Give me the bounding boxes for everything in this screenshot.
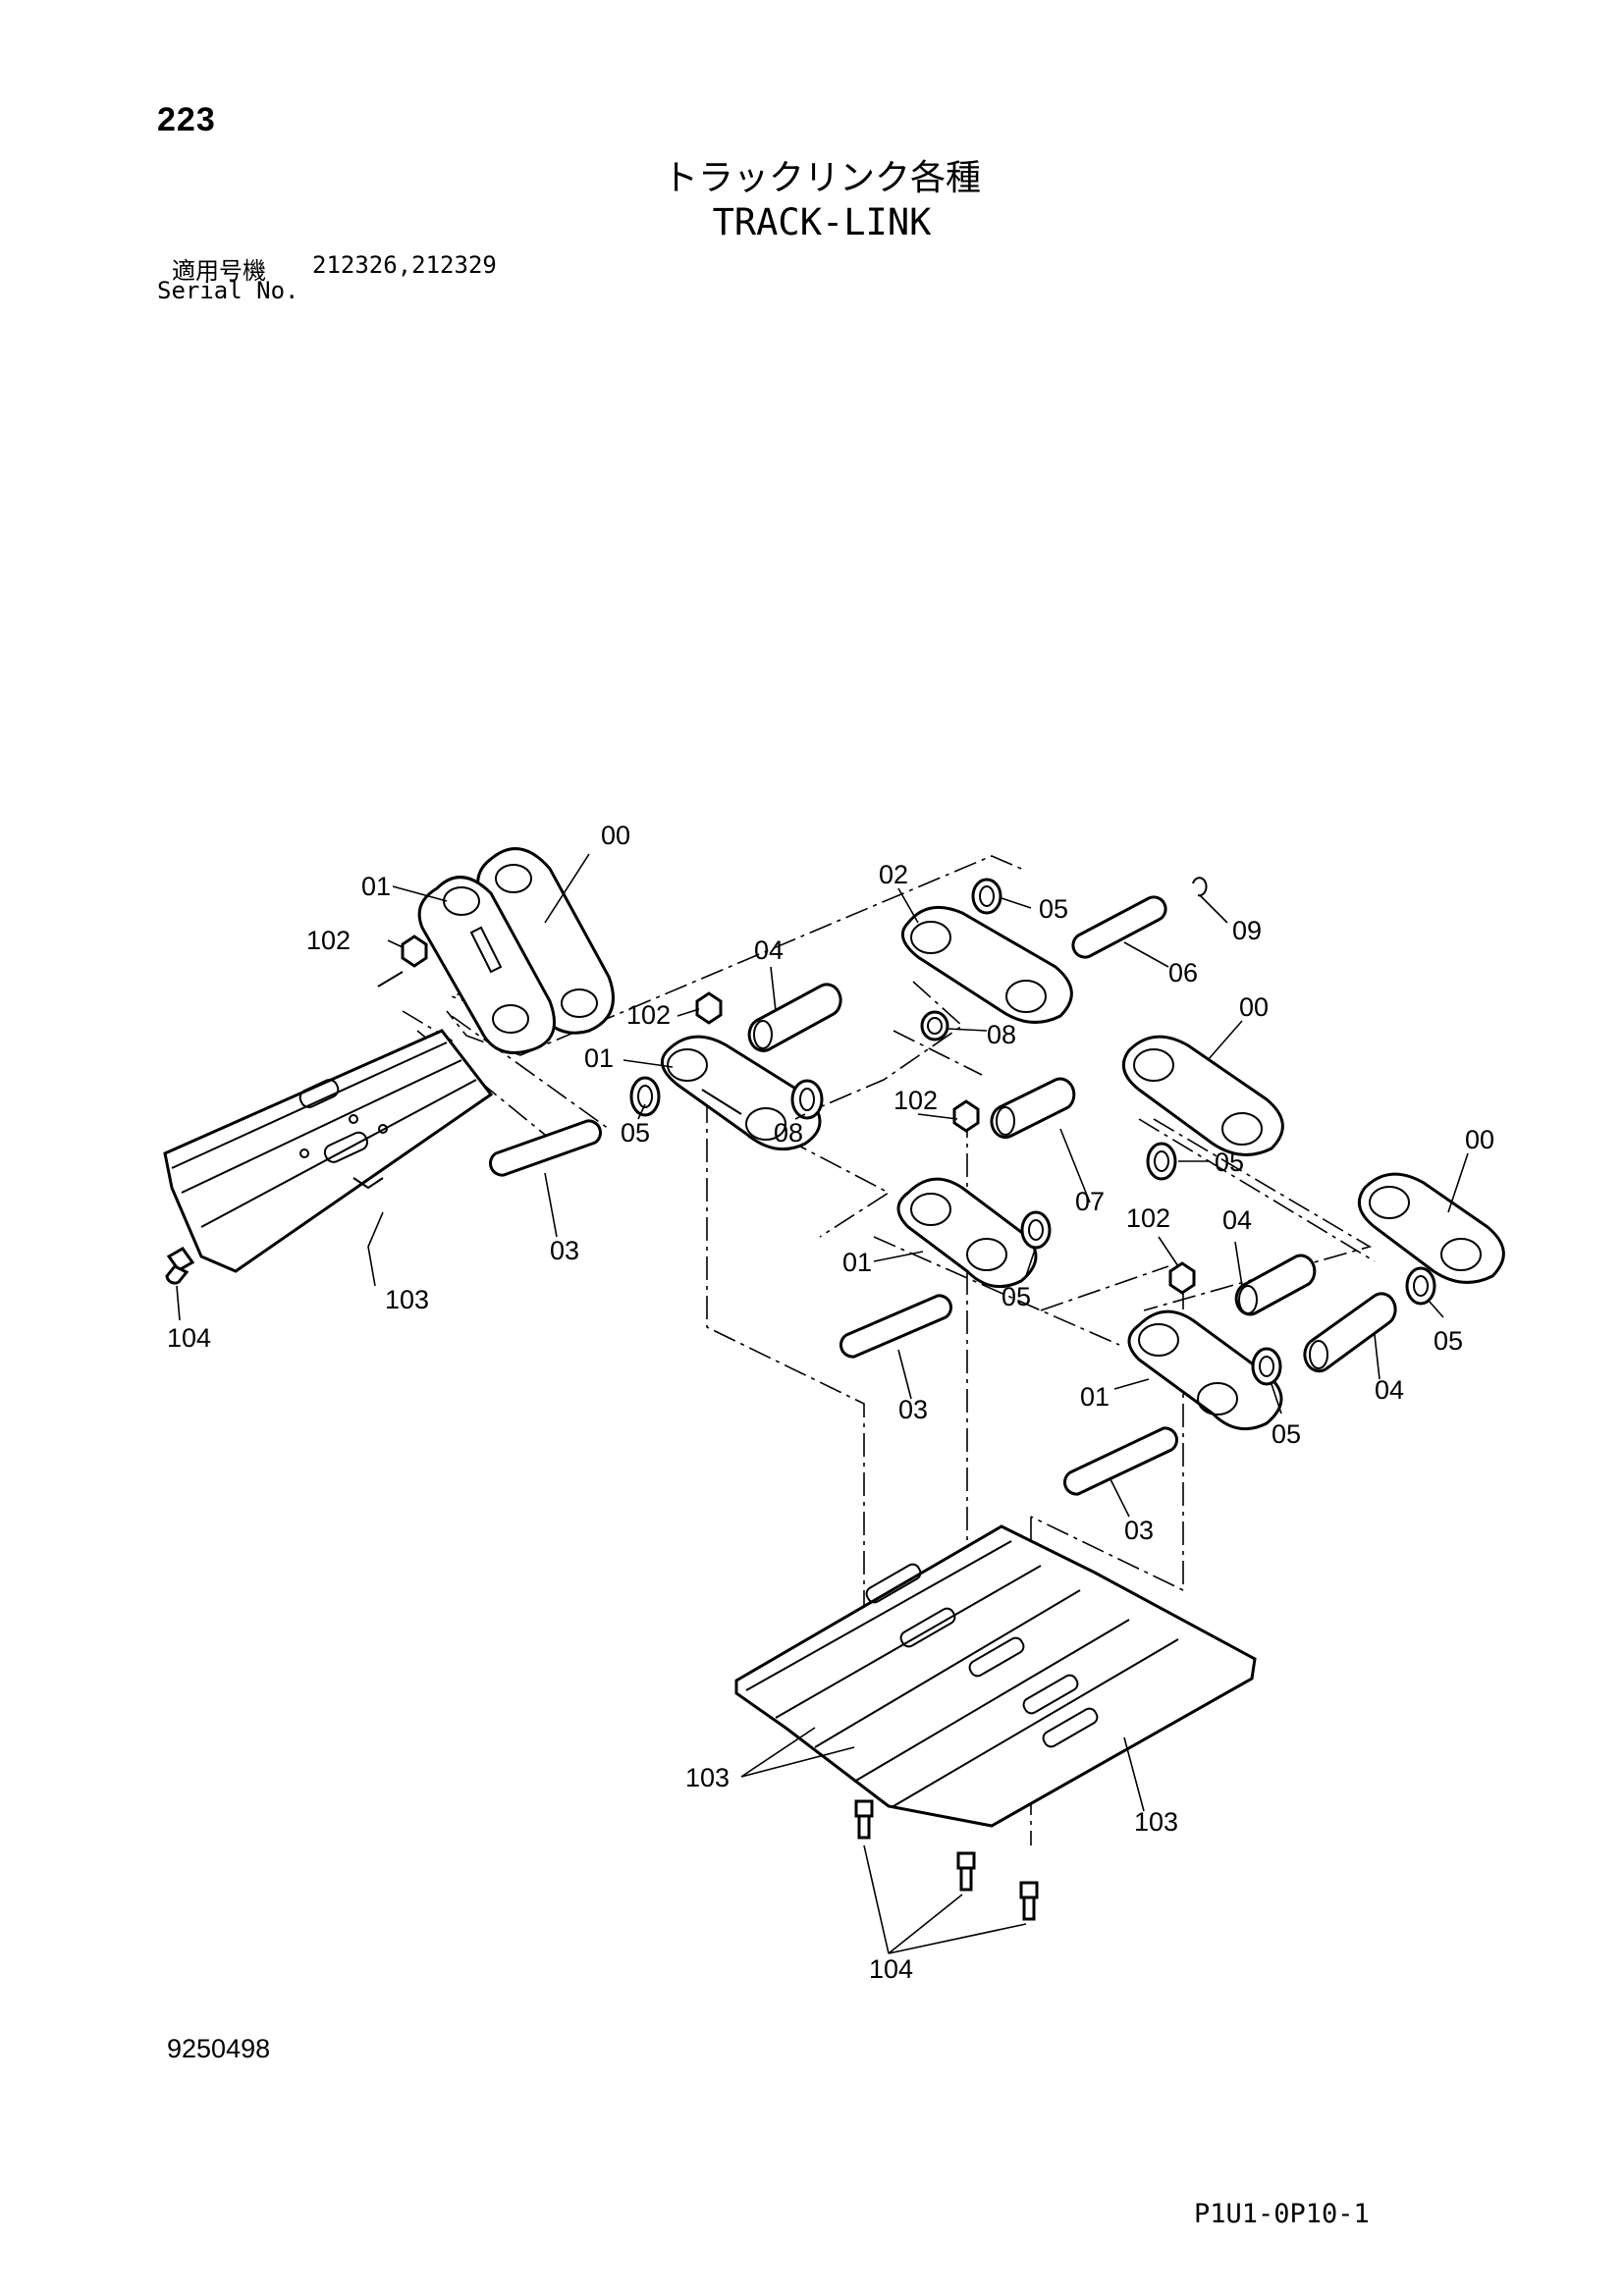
track-link-right-middle bbox=[1121, 1035, 1284, 1156]
callout-00: 00 bbox=[601, 821, 630, 850]
callout-04: 04 bbox=[754, 935, 784, 965]
callout-05: 05 bbox=[1001, 1282, 1031, 1311]
callout-02: 02 bbox=[879, 860, 908, 889]
serial-values: 212326,212329 bbox=[312, 251, 497, 279]
track-dust-seal-left bbox=[790, 1079, 824, 1120]
track-seal-lower-center bbox=[1251, 1347, 1282, 1386]
track-pin-lower bbox=[1063, 1426, 1178, 1496]
track-seal-center-right bbox=[1146, 1142, 1177, 1181]
track-master-pin bbox=[1071, 895, 1167, 959]
callout-03: 03 bbox=[550, 1236, 579, 1265]
callout-104: 104 bbox=[869, 1954, 913, 1984]
callout-00: 00 bbox=[1465, 1125, 1494, 1154]
callout-04: 04 bbox=[1222, 1205, 1252, 1235]
callout-03: 03 bbox=[898, 1395, 928, 1424]
track-seal-left bbox=[629, 1076, 661, 1117]
callout-leader-lines bbox=[176, 853, 1469, 1954]
track-nut-left bbox=[377, 934, 428, 988]
callout-01: 01 bbox=[1080, 1382, 1110, 1412]
page-title-en: TRACK-LINK bbox=[712, 201, 932, 243]
track-nut-center bbox=[952, 1099, 980, 1133]
callout-102: 102 bbox=[1126, 1203, 1170, 1233]
callout-01: 01 bbox=[361, 872, 391, 901]
callout-103: 103 bbox=[685, 1763, 730, 1792]
track-bushing-middle bbox=[990, 1077, 1076, 1140]
track-bolt-left bbox=[165, 1247, 195, 1285]
serial-label-jp: 適用号機 bbox=[172, 257, 266, 285]
track-nut-middle bbox=[695, 991, 723, 1025]
drawing-number: 9250498 bbox=[167, 2034, 271, 2063]
track-bushing-upper bbox=[747, 983, 842, 1052]
track-dust-seal-right bbox=[920, 1010, 949, 1041]
callout-01: 01 bbox=[842, 1248, 872, 1277]
track-link-pair-upper-left bbox=[417, 847, 615, 1054]
track-pin-center bbox=[839, 1294, 952, 1359]
callout-09: 09 bbox=[1232, 916, 1262, 945]
callout-07: 07 bbox=[1075, 1187, 1105, 1216]
track-link-middle-left bbox=[660, 1035, 822, 1151]
callout-00: 00 bbox=[1239, 992, 1269, 1022]
callout-04: 04 bbox=[1375, 1375, 1404, 1405]
track-pin-left bbox=[489, 1119, 602, 1177]
track-link-lower-right bbox=[1127, 1309, 1283, 1431]
track-seal-lower-right bbox=[1405, 1266, 1436, 1306]
track-bushing-center-right bbox=[1234, 1254, 1317, 1316]
track-shoe-plate-left bbox=[163, 1029, 494, 1273]
callout-103: 103 bbox=[385, 1285, 429, 1314]
callout-05: 05 bbox=[1215, 1148, 1244, 1177]
callout-01: 01 bbox=[584, 1043, 614, 1073]
callout-05: 05 bbox=[1272, 1419, 1301, 1449]
callout-05: 05 bbox=[1434, 1326, 1463, 1356]
track-link-middle-center bbox=[896, 1177, 1038, 1289]
track-seal-center bbox=[1020, 1210, 1052, 1250]
callout-104: 104 bbox=[167, 1323, 211, 1353]
track-bolts-lower bbox=[854, 1799, 1039, 1921]
track-link-right-lower bbox=[1357, 1172, 1505, 1284]
callout-102: 102 bbox=[626, 1000, 671, 1030]
callout-05: 05 bbox=[621, 1118, 650, 1148]
callout-03: 03 bbox=[1124, 1516, 1154, 1545]
page-title-jp: トラックリンク各種 bbox=[662, 158, 981, 198]
callout-06: 06 bbox=[1168, 958, 1198, 988]
callout-102: 102 bbox=[306, 926, 351, 955]
callout-labels: 00 01 102 103 104 03 05 02 05 09 06 04 1… bbox=[167, 821, 1494, 1984]
track-seal-upper-right bbox=[971, 878, 1002, 915]
track-bushing-lower bbox=[1303, 1292, 1397, 1373]
callout-103: 103 bbox=[1134, 1807, 1178, 1837]
page-code: P1U1-0P10-1 bbox=[1194, 2199, 1370, 2229]
track-nut-right bbox=[1168, 1261, 1196, 1295]
callout-102: 102 bbox=[893, 1086, 938, 1115]
callout-08: 08 bbox=[987, 1020, 1016, 1049]
track-link-master bbox=[900, 905, 1073, 1024]
track-shoe-plates-lower bbox=[734, 1524, 1257, 1828]
track-snap-ring bbox=[1192, 877, 1208, 897]
callout-08: 08 bbox=[774, 1118, 803, 1148]
serial-label-en: Serial No. bbox=[157, 277, 299, 304]
page-number: 223 bbox=[157, 101, 216, 138]
callout-05: 05 bbox=[1039, 894, 1068, 924]
